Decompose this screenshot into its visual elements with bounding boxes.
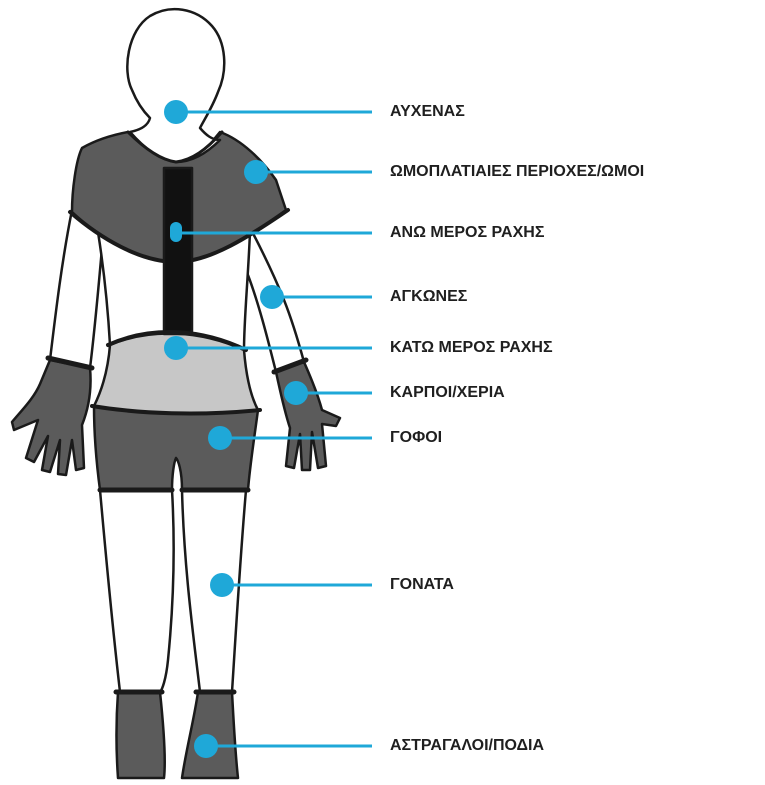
label-hips: ΓΟΦΟΙ — [390, 428, 442, 448]
label-lower-back: ΚΑΤΩ ΜΕΡΟΣ ΡΑΧΗΣ — [390, 338, 553, 358]
left-leg — [100, 490, 174, 692]
head — [127, 9, 224, 162]
marker-upper-back — [170, 222, 182, 242]
label-neck: ΑΥΧΕΝΑΣ — [390, 102, 465, 122]
marker-lower-back — [164, 336, 188, 360]
label-shoulders: ΩΜΟΠΛΑΤΙΑΙΕΣ ΠΕΡΙΟΧΕΣ/ΩΜΟΙ — [390, 162, 644, 182]
marker-neck — [164, 100, 188, 124]
marker-wrists — [284, 381, 308, 405]
marker-knees — [210, 573, 234, 597]
label-ankles-feet: ΑΣΤΡΑΓΑΛΟΙ/ΠΟΔΙΑ — [390, 736, 544, 756]
marker-shoulders — [244, 160, 268, 184]
marker-ankles — [194, 734, 218, 758]
marker-hips — [208, 426, 232, 450]
label-elbows: ΑΓΚΩΝΕΣ — [390, 287, 467, 307]
left-hand — [12, 360, 91, 475]
label-wrists-hands: ΚΑΡΠΟΙ/ΧΕΡΙΑ — [390, 383, 505, 403]
shorts — [94, 406, 258, 490]
label-knees: ΓΟΝΑΤΑ — [390, 575, 454, 595]
right-hand — [276, 362, 340, 470]
left-foot — [117, 692, 165, 778]
label-upper-back: ΑΝΩ ΜΕΡΟΣ ΡΑΧΗΣ — [390, 223, 544, 243]
marker-elbows — [260, 285, 284, 309]
spine-band — [164, 168, 192, 334]
